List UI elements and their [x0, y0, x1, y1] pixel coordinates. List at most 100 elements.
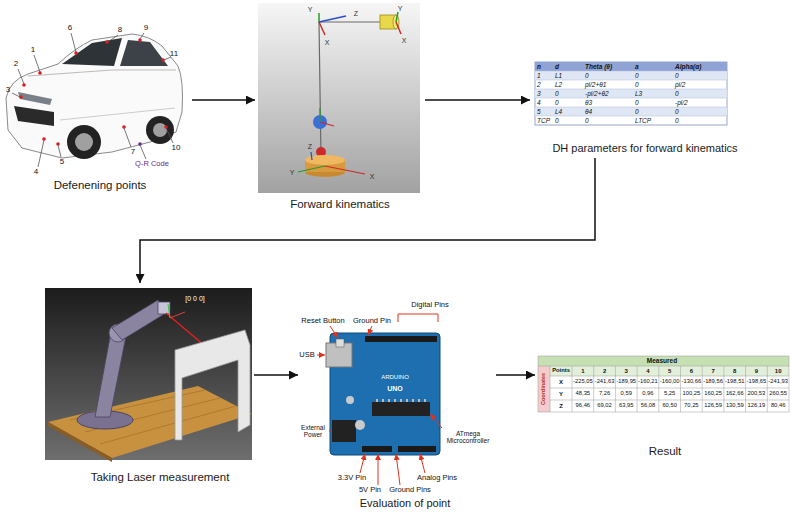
table-cell: -160,00 [660, 379, 680, 385]
table-cell: n [537, 63, 541, 70]
arduino-board-part-part [394, 399, 396, 402]
car-illustration-part-part [122, 125, 126, 129]
table-header: 7 [711, 368, 714, 374]
part-label: USB [299, 351, 314, 359]
robot-frame-model [258, 3, 420, 193]
car-illustration-part-part [140, 33, 144, 39]
table-header: Points [552, 368, 570, 374]
table-cell: 0 [675, 72, 679, 79]
pin-label: 5V Pin [359, 486, 381, 494]
result-table-grid-part-part [538, 366, 789, 367]
coordinate-label: [0 0 0] [185, 295, 204, 302]
callout-number: 11 [170, 50, 178, 58]
table-cell: 0 [585, 117, 589, 124]
dh-table-grid [535, 62, 727, 125]
laser-scene-part [48, 386, 252, 458]
table-header: 5 [668, 368, 671, 374]
robot-frame-model-part [396, 12, 398, 22]
result-table-grid-part-part [702, 366, 703, 412]
stage-panel: Taking Laser measurement [40, 283, 254, 488]
axis-label: X [325, 39, 330, 46]
arduino-board-part-part [368, 326, 372, 335]
car-illustration-part-part [34, 55, 40, 72]
table-cell: 160,25 [704, 391, 722, 397]
table-cell: d [555, 63, 559, 70]
robot-frame-model-part [318, 13, 320, 22]
arduino-board-part [362, 446, 392, 452]
arduino-board-part-part [388, 399, 390, 402]
table-cell: -225,05 [573, 379, 593, 385]
dh-table-grid-part-part [535, 80, 727, 81]
car-illustration-part [62, 38, 122, 66]
table-cell: 63,95 [619, 403, 634, 409]
table-cell: -pi/2+θ2 [585, 90, 609, 97]
callout-number: 8 [118, 26, 122, 34]
car-illustration [6, 33, 183, 167]
robot-frame-model-part [258, 3, 420, 193]
table-cell: -pi/2 [675, 99, 688, 106]
laser-scene-part [170, 312, 185, 318]
table-cell: 3 [537, 90, 541, 97]
table-cell: 0 [555, 99, 559, 106]
table-cell: θ4 [585, 108, 592, 115]
laser-scene-part [168, 304, 170, 318]
table-cell: 130,59 [726, 403, 744, 409]
flow-arrow [496, 374, 535, 376]
car-illustration-part-part [42, 137, 46, 141]
arduino-board-part [355, 420, 365, 430]
stage-panel: Evaluation of point [298, 300, 496, 510]
callout-number: 5 [60, 158, 64, 166]
stage-caption: Defenening points [54, 179, 147, 192]
arduino-board-part [365, 336, 437, 342]
robot-frame-model-part [325, 166, 365, 174]
car-illustration-part [67, 125, 101, 159]
car-illustration-part-part [161, 58, 165, 62]
pin-label: Ground Pin [353, 317, 391, 325]
pin-label: Analog Pins [417, 474, 457, 482]
table-cell: 5 [537, 108, 541, 115]
table-cell: 0 [635, 108, 639, 115]
car-illustration-part [120, 40, 168, 66]
table-cell: 96,46 [576, 403, 591, 409]
table-cell: 2 [537, 81, 541, 88]
table-cell: 1 [537, 72, 541, 79]
arduino-board-part-part [424, 399, 426, 402]
table-header: 6 [690, 368, 693, 374]
dh-table-grid-part-part [535, 107, 727, 108]
car-illustration-part-part [140, 145, 146, 159]
table-cell: 0 [585, 72, 589, 79]
dh-table-grid-part [535, 71, 727, 80]
axis-label: X [370, 173, 375, 180]
result-table-grid-part [550, 366, 789, 376]
result-table-grid-part-part [615, 366, 616, 412]
table-cell: -130,66 [682, 379, 702, 385]
car-illustration-part-part [19, 95, 23, 99]
part-label: Reset Button [301, 317, 344, 325]
table-cell: 0,96 [642, 391, 653, 397]
table-cell: pi/2+θ1 [585, 81, 606, 88]
car-illustration-part-part [18, 69, 24, 84]
arduino-board-part [376, 399, 426, 402]
result-table-grid-part-part [745, 366, 746, 412]
callout-number: 1 [31, 46, 35, 54]
car-illustration-part-part [108, 35, 118, 42]
arduino-board-part-part [378, 454, 379, 485]
car-illustration-part [6, 34, 183, 158]
laser-scene-part [166, 313, 205, 346]
callout-number: 4 [34, 168, 38, 176]
robot-frame-model-part [319, 22, 325, 35]
robot-frame-model-part [319, 22, 321, 160]
table-cell: 5,25 [664, 391, 675, 397]
dh-table-grid-part-part [535, 116, 727, 117]
flow-arrow [254, 374, 298, 376]
table-header: 3 [625, 368, 628, 374]
table-cell: 0 [635, 99, 639, 106]
table-cell: 0 [675, 117, 679, 124]
axis-label: Z [354, 10, 358, 17]
car-illustration-part-part [166, 128, 173, 143]
result-table-grid-part [538, 356, 789, 366]
arduino-board-part-part [420, 454, 425, 473]
